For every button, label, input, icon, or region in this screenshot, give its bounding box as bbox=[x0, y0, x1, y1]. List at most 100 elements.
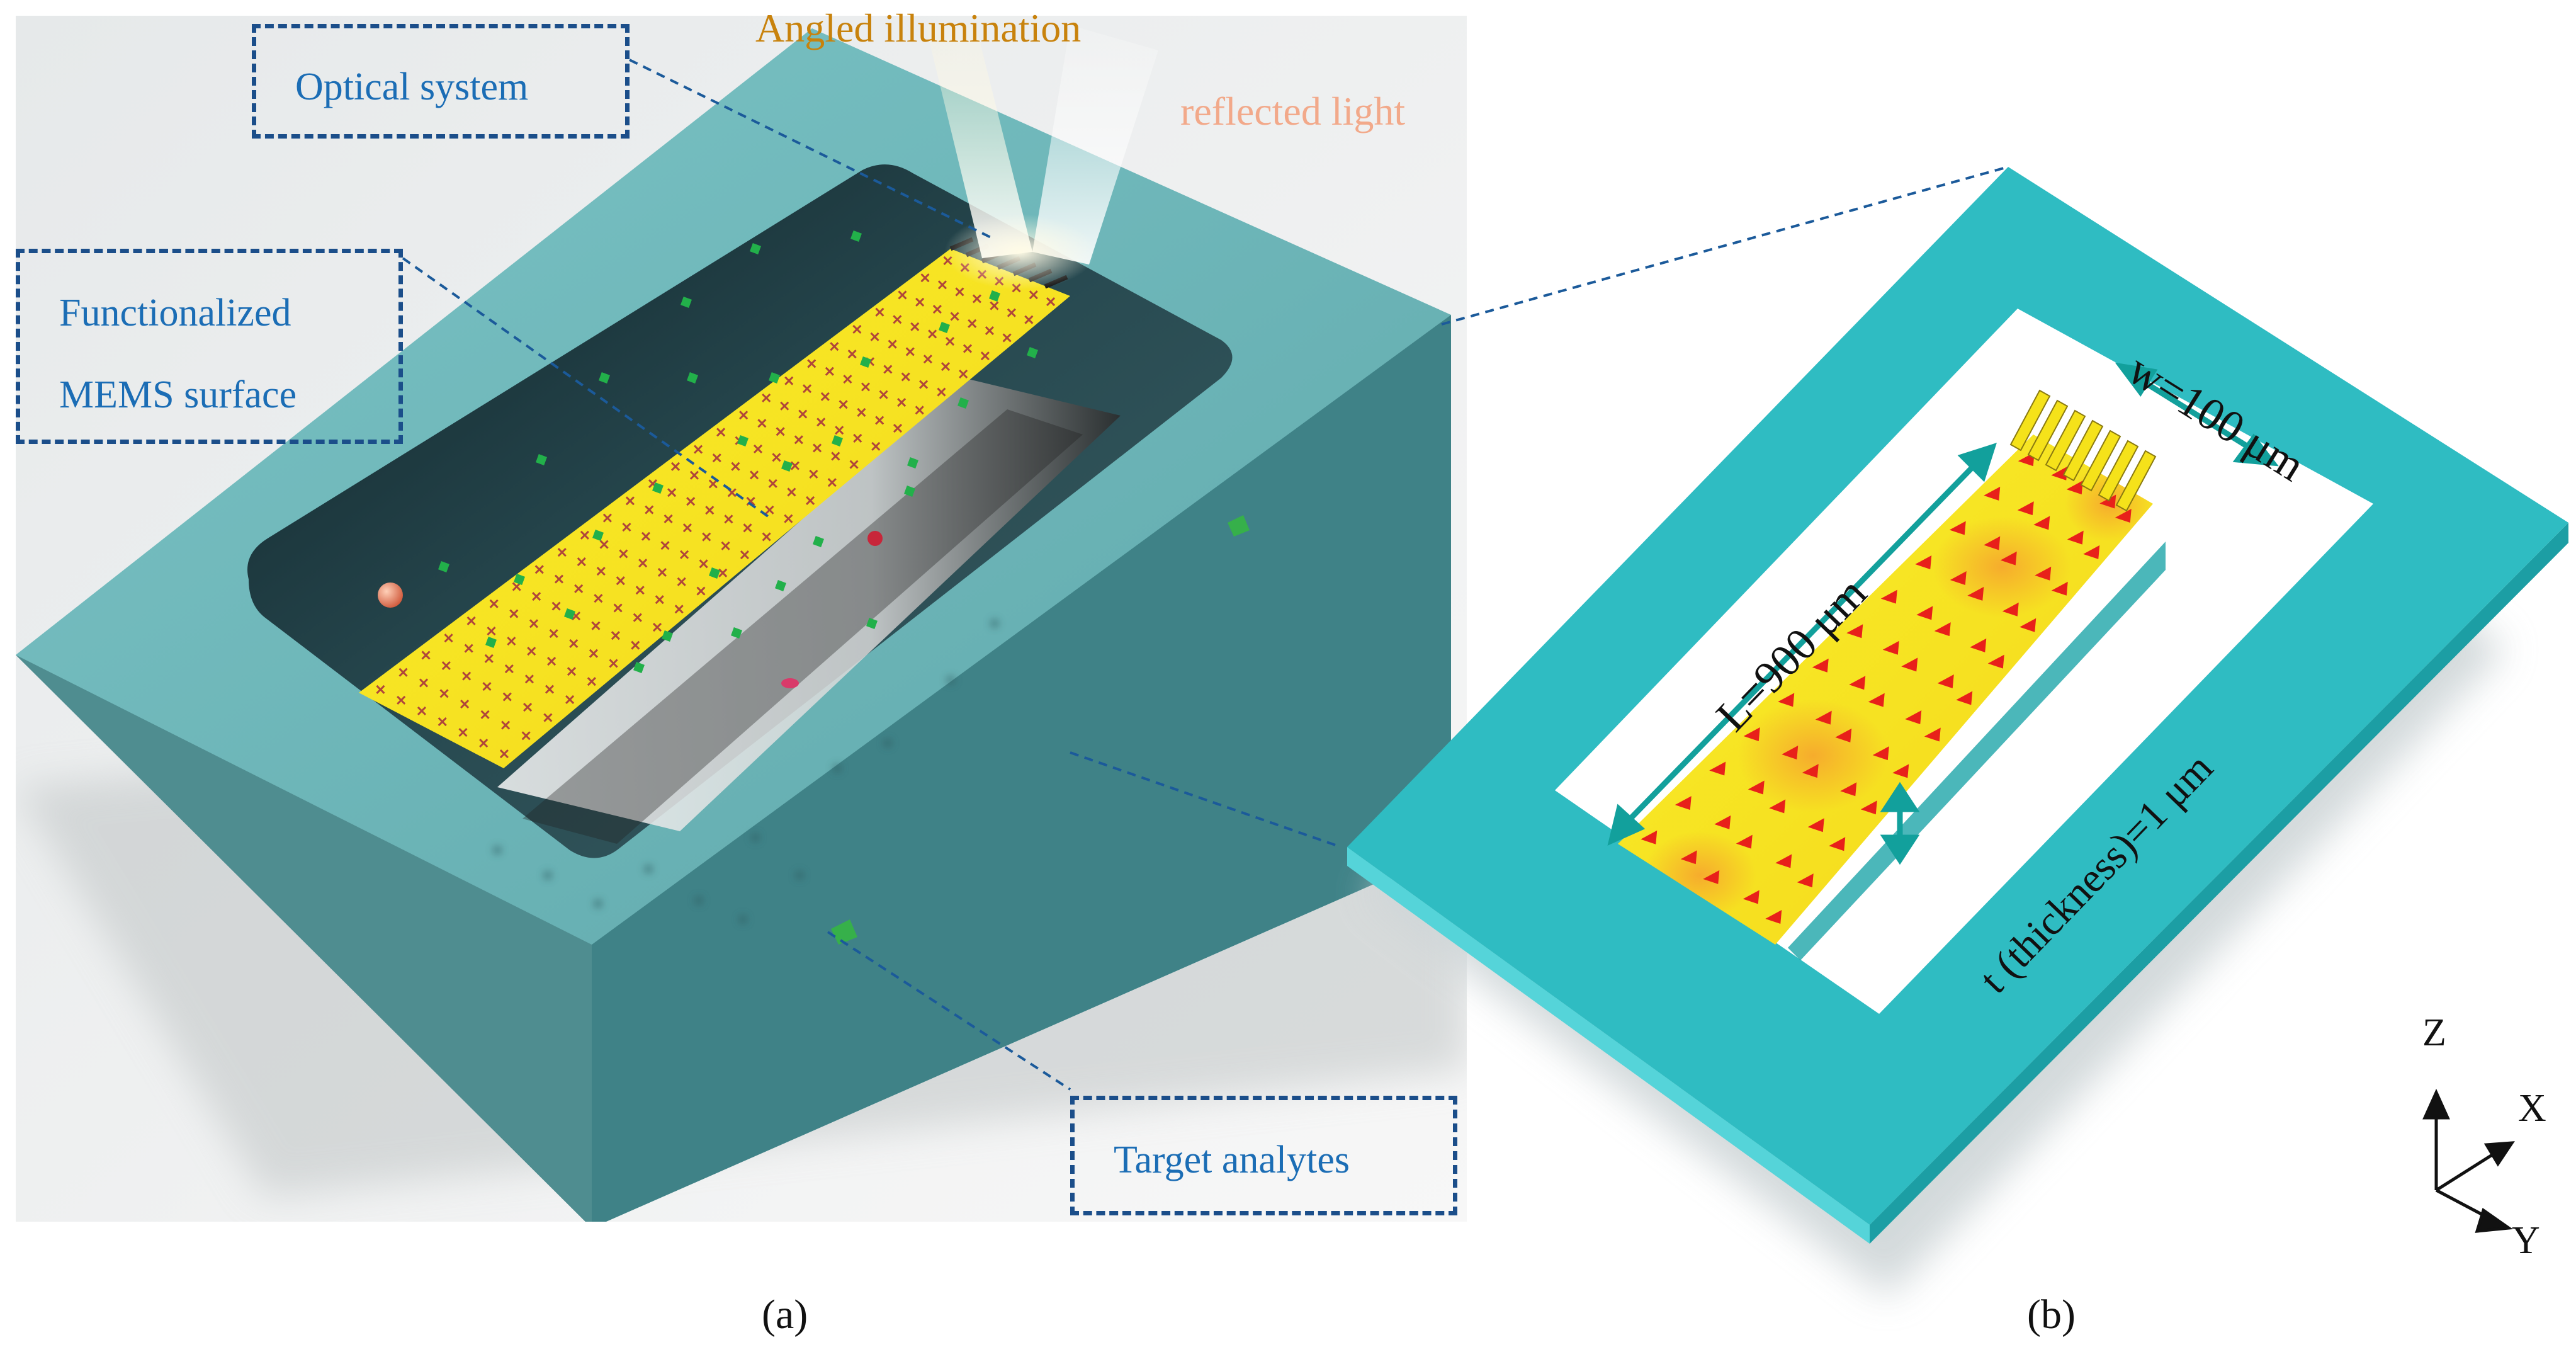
receptor-mark bbox=[871, 441, 881, 451]
receptor-mark bbox=[721, 541, 730, 550]
receptor-mark bbox=[460, 699, 470, 709]
receptor-mark bbox=[376, 685, 385, 695]
finger-electrode bbox=[2045, 409, 2086, 472]
analyte-arrow bbox=[1736, 834, 1753, 849]
receptor-mark bbox=[631, 640, 640, 650]
sensor-track bbox=[497, 378, 1121, 831]
target-analytes-callout: Target analytes bbox=[1070, 1096, 1457, 1215]
analyte-marker bbox=[907, 457, 918, 469]
receptor-mark bbox=[905, 347, 915, 356]
analyte-marker bbox=[592, 530, 604, 541]
analyte-sphere-small bbox=[867, 531, 883, 546]
analyte-arrow bbox=[1812, 658, 1829, 673]
analyte-arrow bbox=[1872, 746, 1889, 761]
receptor-mark bbox=[941, 362, 951, 372]
receptor-mark bbox=[534, 565, 544, 574]
receptor-mark bbox=[825, 367, 834, 376]
receptor-mark bbox=[589, 649, 598, 658]
analyte-marker bbox=[904, 486, 915, 497]
receptor-mark bbox=[480, 710, 490, 719]
receptor-mark bbox=[680, 550, 689, 559]
receptor-mark bbox=[772, 453, 781, 462]
analyte-arrow bbox=[1950, 571, 1967, 585]
receptor-mark bbox=[670, 462, 681, 471]
receptor-mark bbox=[616, 576, 625, 586]
receptor-mark bbox=[635, 586, 645, 595]
analyte-arrow bbox=[1714, 815, 1731, 829]
functionalized-label-line1: Functionalized bbox=[59, 292, 291, 334]
receptor-mark bbox=[549, 629, 558, 639]
receptor-mark bbox=[674, 605, 684, 614]
receptor-mark bbox=[655, 595, 664, 605]
receptor-mark bbox=[937, 280, 947, 290]
analyte-arrow bbox=[1868, 693, 1885, 707]
receptor-mark bbox=[596, 567, 606, 576]
analyte-marker bbox=[633, 662, 645, 673]
analyte-arrow bbox=[1880, 589, 1897, 604]
receptor-mark bbox=[438, 717, 447, 727]
analyte-arrow bbox=[2115, 508, 2132, 523]
receptor-mark bbox=[831, 452, 840, 461]
analyte-arrow bbox=[1829, 837, 1846, 851]
receptor-mark bbox=[843, 374, 852, 384]
receptor-mark bbox=[937, 387, 946, 397]
receptor-mark bbox=[830, 342, 839, 351]
receptor-mark bbox=[794, 435, 803, 445]
receptor-mark bbox=[696, 586, 706, 596]
receptor-mark bbox=[509, 609, 519, 618]
receptor-mark bbox=[524, 674, 534, 684]
analyte-arrow bbox=[1892, 764, 1909, 778]
receptor-mark bbox=[487, 626, 496, 636]
beam-anchor bbox=[1788, 542, 2166, 960]
analyte-arrow bbox=[1797, 873, 1814, 888]
receptor-mark bbox=[652, 622, 662, 632]
receptor-array bbox=[376, 256, 1056, 759]
chip-front-face bbox=[16, 655, 592, 1222]
axis-triad bbox=[2422, 1088, 2515, 1233]
analyte-arrow bbox=[1748, 780, 1765, 795]
dimension-arrows bbox=[1607, 362, 2279, 865]
receptor-mark bbox=[580, 530, 589, 540]
receptor-mark bbox=[464, 644, 473, 653]
receptor-mark bbox=[768, 479, 777, 488]
analyte-arrow bbox=[1769, 799, 1786, 814]
analyte-marker bbox=[939, 322, 950, 333]
receptor-mark bbox=[543, 713, 553, 722]
receptor-mark bbox=[888, 339, 897, 349]
receptor-mark bbox=[731, 462, 740, 471]
receptor-mark bbox=[657, 567, 667, 577]
receptor-mark bbox=[587, 677, 596, 686]
finger-electrode bbox=[2027, 399, 2069, 462]
panel-a-caption: (a) bbox=[762, 1292, 808, 1338]
receptor-mark bbox=[784, 376, 794, 385]
receptor-mark bbox=[928, 329, 937, 339]
receptor-mark bbox=[1029, 290, 1038, 300]
receptor-mark bbox=[990, 301, 999, 310]
analyte-marker bbox=[958, 397, 969, 409]
receptor-mark bbox=[716, 428, 726, 437]
receptor-mark bbox=[466, 616, 476, 626]
receptor-mark bbox=[807, 359, 816, 368]
receptor-mark bbox=[753, 444, 763, 454]
receptor-mark bbox=[765, 505, 774, 514]
analyte-arrow bbox=[1782, 746, 1799, 760]
analyte-marker bbox=[813, 536, 824, 547]
receptor-mark bbox=[724, 514, 733, 524]
receptor-mark bbox=[502, 692, 512, 702]
analyte-arrows bbox=[1641, 452, 2132, 924]
analyte-arrow bbox=[1641, 830, 1658, 844]
analyte-arrow bbox=[2083, 545, 2100, 559]
receptor-mark bbox=[898, 290, 907, 300]
analyte-arrow bbox=[1987, 654, 2004, 669]
analyte-marker bbox=[737, 435, 749, 446]
receptor-mark bbox=[762, 393, 771, 402]
x-axis-label: X bbox=[2518, 1087, 2546, 1130]
optical-system-label: Optical system bbox=[295, 65, 529, 108]
analyte-arrow bbox=[1680, 850, 1697, 865]
receptor-mark bbox=[462, 671, 472, 681]
receptor-mark bbox=[499, 749, 509, 759]
receptor-mark bbox=[397, 695, 406, 705]
receptor-mark bbox=[963, 344, 973, 353]
receptor-mark bbox=[694, 445, 703, 454]
target-analytes-label: Target analytes bbox=[1114, 1139, 1350, 1181]
